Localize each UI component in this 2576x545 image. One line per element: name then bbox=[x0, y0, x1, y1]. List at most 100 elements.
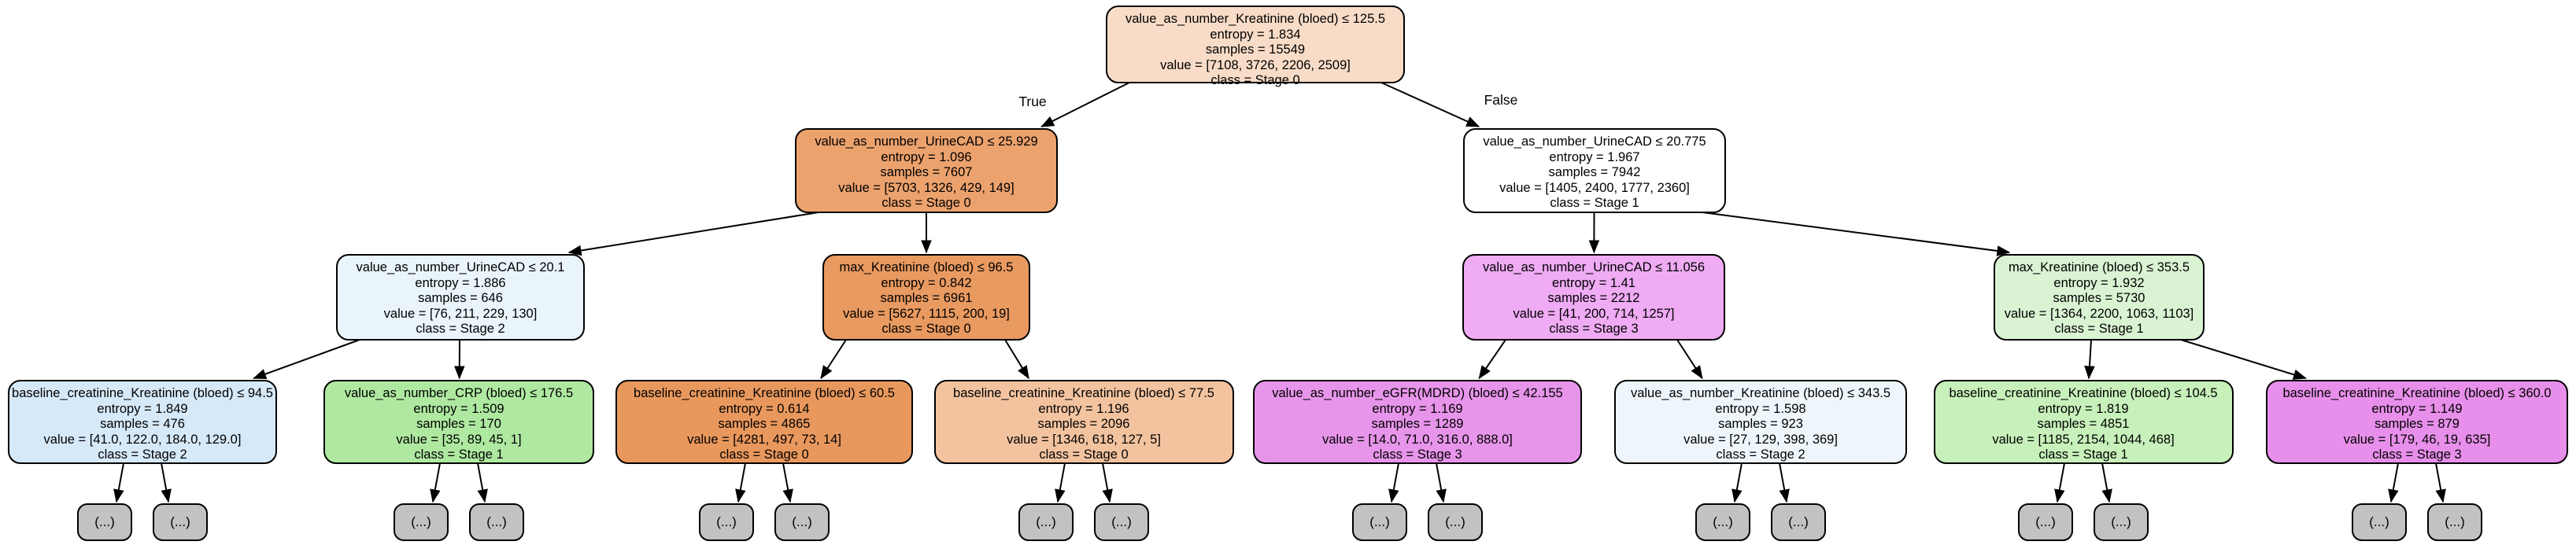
collapsed-subtree-node: (...) bbox=[1094, 503, 1149, 541]
collapsed-subtree-node: (...) bbox=[2352, 503, 2407, 541]
collapsed-subtree-node: (...) bbox=[1428, 503, 1483, 541]
node-split-condition: value_as_number_Kreatinine (bloed) ≤ 125… bbox=[1125, 12, 1386, 26]
collapsed-subtree-node: (...) bbox=[1352, 503, 1407, 541]
node-split-condition: value_as_number_UrineCAD ≤ 20.1 bbox=[356, 260, 565, 274]
tree-edge bbox=[735, 462, 746, 503]
collapsed-subtree-node: (...) bbox=[2427, 503, 2482, 541]
node-split-condition: max_Kreatinine (bloed) ≤ 353.5 bbox=[2008, 260, 2190, 274]
node-stat-line: entropy = 1.169 bbox=[1372, 401, 1463, 416]
node-stat-line: samples = 4851 bbox=[2037, 417, 2130, 431]
collapsed-subtree-node: (...) bbox=[1695, 503, 1750, 541]
tree-node-n7: baseline_creatinine_Kreatinine (bloed) ≤… bbox=[8, 380, 277, 464]
node-split-condition: baseline_creatinine_Kreatinine (bloed) ≤… bbox=[634, 386, 895, 400]
node-stat-line: value = [1405, 2400, 1777, 2360] bbox=[1499, 180, 1690, 195]
node-stat-line: class = Stage 1 bbox=[2054, 322, 2144, 336]
node-stat-line: class = Stage 0 bbox=[1210, 73, 1300, 87]
node-stat-line: samples = 5730 bbox=[2053, 291, 2145, 305]
node-stat-line: value = [1185, 2154, 1044, 468] bbox=[1992, 432, 2175, 447]
node-stat-line: value = [14.0, 71.0, 316.0, 888.0] bbox=[1322, 432, 1513, 447]
tree-edge bbox=[2180, 339, 2307, 380]
node-split-condition: value_as_number_CRP (bloed) ≤ 176.5 bbox=[344, 386, 574, 400]
node-stat-line: value = [1346, 618, 127, 5] bbox=[1007, 432, 1161, 447]
tree-edge bbox=[1380, 82, 1480, 127]
edge-label-false: False bbox=[1484, 92, 1518, 108]
node-stat-line: entropy = 1.834 bbox=[1210, 27, 1301, 42]
node-stat-line: entropy = 1.196 bbox=[1038, 401, 1129, 416]
node-stat-line: entropy = 1.509 bbox=[413, 401, 504, 416]
node-split-condition: value_as_number_eGFR(MDRD) (bloed) ≤ 42.… bbox=[1272, 386, 1563, 400]
tree-edge bbox=[1702, 212, 2011, 256]
node-stat-line: entropy = 1.886 bbox=[415, 275, 506, 290]
node-stat-line: samples = 2096 bbox=[1037, 417, 1130, 431]
node-stat-line: samples = 170 bbox=[416, 417, 501, 431]
node-stat-line: value = [41.0, 122.0, 184.0, 129.0] bbox=[43, 432, 242, 447]
node-stat-line: entropy = 0.842 bbox=[881, 275, 972, 290]
collapsed-subtree-node: (...) bbox=[774, 503, 830, 541]
node-split-condition: baseline_creatinine_Kreatinine (bloed) ≤… bbox=[953, 386, 1214, 400]
tree-edge bbox=[1478, 339, 1506, 380]
node-stat-line: value = [5627, 1115, 200, 19] bbox=[843, 306, 1010, 321]
tree-edge bbox=[782, 462, 793, 503]
node-stat-line: class = Stage 1 bbox=[414, 447, 504, 462]
node-stat-line: class = Stage 0 bbox=[1039, 447, 1129, 462]
node-stat-line: value = [4281, 497, 73, 14] bbox=[687, 432, 841, 447]
collapsed-subtree-node: (...) bbox=[153, 503, 208, 541]
collapsed-subtree-node: (...) bbox=[2094, 503, 2149, 541]
node-stat-line: samples = 6961 bbox=[880, 291, 973, 305]
tree-edge bbox=[2054, 462, 2065, 503]
node-stat-line: class = Stage 2 bbox=[416, 322, 505, 336]
node-stat-line: samples = 646 bbox=[418, 291, 503, 305]
tree-node-root: value_as_number_Kreatinine (bloed) ≤ 125… bbox=[1106, 6, 1405, 87]
tree-edge bbox=[1388, 462, 1399, 503]
node-stat-line: entropy = 1.819 bbox=[2038, 401, 2129, 416]
tree-edge bbox=[1102, 462, 1113, 503]
collapsed-subtree-node: (...) bbox=[699, 503, 754, 541]
node-stat-line: class = Stage 3 bbox=[1373, 447, 1462, 462]
node-stat-line: entropy = 1.932 bbox=[2053, 275, 2145, 290]
node-stat-line: class = Stage 0 bbox=[881, 322, 971, 336]
tree-edge bbox=[1436, 462, 1447, 503]
node-stat-line: samples = 4865 bbox=[718, 417, 811, 431]
node-stat-line: value = [1364, 2200, 1063, 1103] bbox=[2004, 306, 2194, 321]
tree-edge bbox=[820, 339, 847, 380]
collapsed-subtree-node: (...) bbox=[77, 503, 132, 541]
node-stat-line: samples = 923 bbox=[1718, 417, 1803, 431]
tree-edge bbox=[1676, 339, 1703, 380]
node-stat-line: value = [41, 200, 714, 1257] bbox=[1513, 306, 1675, 321]
node-stat-line: class = Stage 0 bbox=[719, 447, 809, 462]
node-stat-line: class = Stage 3 bbox=[1549, 322, 1639, 336]
node-stat-line: samples = 2212 bbox=[1547, 291, 1640, 305]
collapsed-subtree-node: (...) bbox=[469, 503, 524, 541]
node-stat-line: samples = 15549 bbox=[1205, 42, 1306, 57]
node-stat-line: entropy = 1.598 bbox=[1715, 401, 1806, 416]
node-stat-line: value = [76, 211, 229, 130] bbox=[383, 306, 538, 321]
node-split-condition: baseline_creatinine_Kreatinine (bloed) ≤… bbox=[12, 386, 273, 400]
tree-edge bbox=[2101, 462, 2112, 503]
node-stat-line: samples = 1289 bbox=[1371, 417, 1464, 431]
node-stat-line: samples = 7942 bbox=[1548, 165, 1641, 179]
tree-edge bbox=[430, 462, 441, 503]
node-split-condition: value_as_number_UrineCAD ≤ 20.775 bbox=[1483, 134, 1706, 149]
node-split-condition: baseline_creatinine_Kreatinine (bloed) ≤… bbox=[1949, 386, 2218, 400]
node-stat-line: entropy = 1.849 bbox=[97, 401, 188, 416]
collapsed-subtree-node: (...) bbox=[2018, 503, 2073, 541]
tree-edge bbox=[253, 339, 360, 380]
node-split-condition: value_as_number_UrineCAD ≤ 25.929 bbox=[815, 134, 1038, 149]
node-stat-line: class = Stage 1 bbox=[2038, 447, 2128, 462]
node-stat-line: class = Stage 1 bbox=[1550, 196, 1639, 210]
tree-edge bbox=[161, 462, 172, 503]
node-stat-line: value = [7108, 3726, 2206, 2509] bbox=[1160, 57, 1351, 72]
tree-edge bbox=[1779, 462, 1790, 503]
tree-edge bbox=[1055, 462, 1066, 503]
node-stat-line: samples = 7607 bbox=[880, 165, 973, 179]
edge-label-true: True bbox=[1018, 94, 1047, 109]
